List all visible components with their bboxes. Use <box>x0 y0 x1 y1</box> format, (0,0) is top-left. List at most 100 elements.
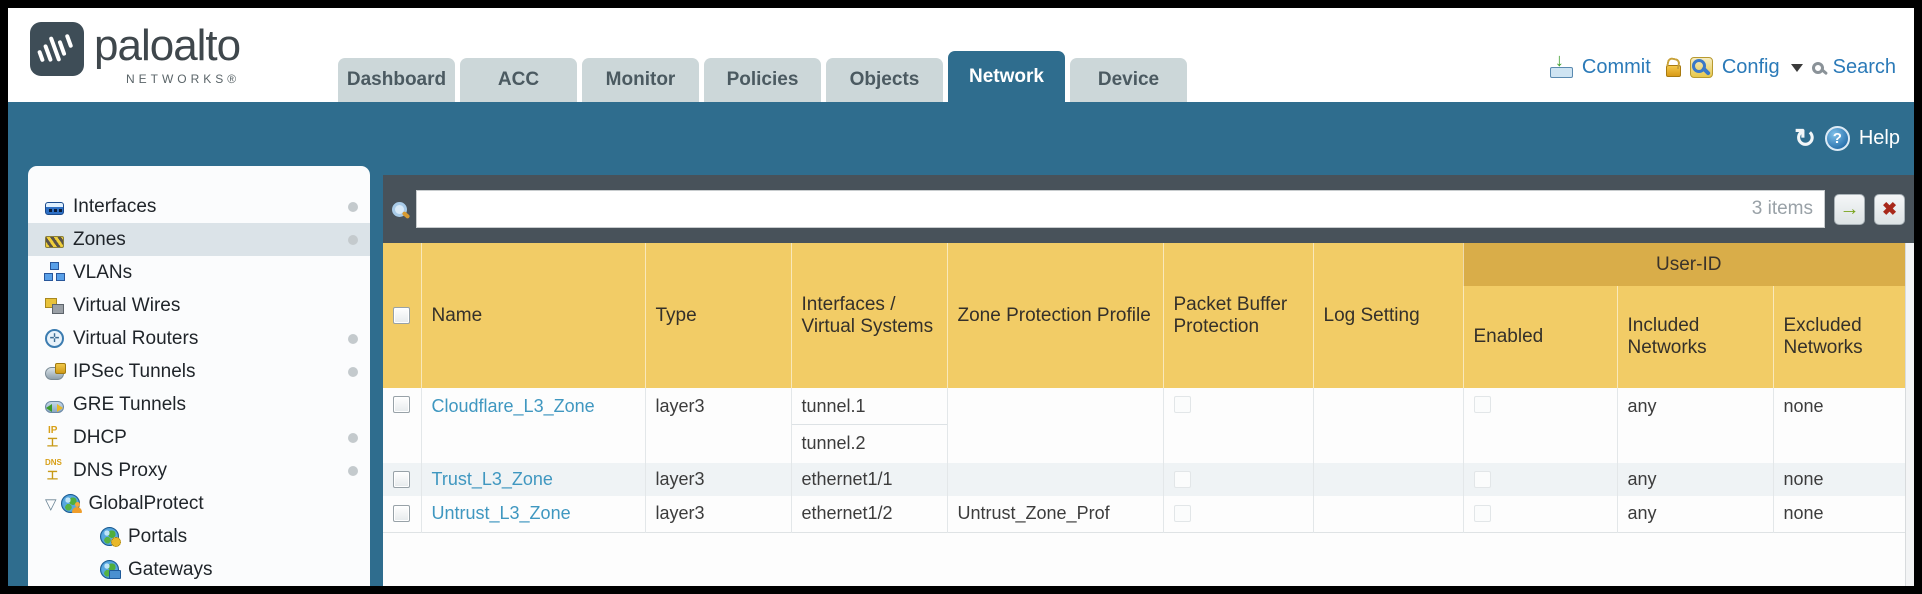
interface-item[interactable]: tunnel.2 <box>801 433 866 453</box>
status-dot <box>348 202 358 212</box>
zones-table: Name Type Interfaces / Virtual Systems Z… <box>383 243 1914 533</box>
sidebar-item-vlans[interactable]: VLANs <box>28 256 370 289</box>
excluded-networks: none <box>1783 503 1824 524</box>
status-dot <box>348 466 358 476</box>
vertical-scrollbar[interactable] <box>1905 243 1914 586</box>
row-checkbox[interactable] <box>393 396 411 413</box>
config-menu-button[interactable]: Config <box>1721 56 1780 78</box>
log-setting <box>1313 388 1464 463</box>
packet-buffer-checkbox[interactable] <box>1173 471 1191 488</box>
zone-interfaces[interactable]: ethernet1/2 <box>791 496 948 532</box>
dhcp-icon <box>45 425 64 450</box>
log-setting <box>1313 463 1464 496</box>
sidebar-item-virtual-routers[interactable]: Virtual Routers <box>28 322 370 355</box>
tab-device[interactable]: Device <box>1070 58 1187 102</box>
packet-buffer-protection-cell <box>1163 496 1314 532</box>
sidebar-item-dns-proxy[interactable]: DNS Proxy <box>28 454 370 487</box>
user-id-enabled-cell <box>1463 496 1618 532</box>
sidebar-item-portals[interactable]: Portals <box>28 520 370 553</box>
lock-icon[interactable] <box>1665 65 1681 77</box>
top-header-bar: paloalto NETWORKS® Dashboard ACC Monitor… <box>8 8 1914 102</box>
sidebar-item-dhcp[interactable]: DHCP <box>28 421 370 454</box>
caret-down-icon[interactable] <box>1790 63 1803 72</box>
zone-name-link[interactable]: Trust_L3_Zone <box>431 469 553 489</box>
sidebar-item-gateways[interactable]: Gateways <box>28 553 370 586</box>
table-row: Untrust_L3_Zone layer3 ethernet1/2 Untru… <box>383 496 1914 532</box>
table-row: Trust_L3_Zone layer3 ethernet1/1 any non… <box>383 463 1914 496</box>
excluded-networks: none <box>1783 469 1824 489</box>
virtual-wires-icon <box>45 296 64 315</box>
tab-dashboard[interactable]: Dashboard <box>338 58 455 102</box>
header-actions: Commit Config Search <box>1549 50 1896 79</box>
network-sidebar: Interfaces Zones VLANs Virtual Wires Vir… <box>28 166 370 586</box>
sidebar-item-globalprotect[interactable]: ▽ GlobalProtect <box>45 492 204 514</box>
main-nav-tabs: Dashboard ACC Monitor Policies Objects N… <box>338 51 1187 102</box>
help-link[interactable]: Help <box>1858 126 1900 149</box>
zone-protection-profile <box>947 388 1164 463</box>
config-icon <box>1689 57 1713 78</box>
zone-interfaces[interactable]: ethernet1/1 <box>791 463 948 496</box>
packet-buffer-checkbox[interactable] <box>1173 505 1191 523</box>
select-all-header <box>383 243 422 388</box>
search-button[interactable]: Search <box>1832 56 1896 78</box>
tab-acc[interactable]: ACC <box>460 58 577 102</box>
globalprotect-icon <box>60 494 82 513</box>
packet-buffer-checkbox[interactable] <box>1173 396 1191 413</box>
row-checkbox[interactable] <box>393 471 411 488</box>
tab-monitor[interactable]: Monitor <box>582 58 699 102</box>
refresh-icon[interactable]: ↻ <box>1794 123 1816 153</box>
col-header-type[interactable]: Type <box>645 243 792 388</box>
col-header-packet-buffer-protection[interactable]: Packet Buffer Protection <box>1163 243 1314 388</box>
user-id-enabled-checkbox[interactable] <box>1473 396 1491 413</box>
brand-subtitle: NETWORKS® <box>125 72 241 86</box>
sidebar-item-virtual-wires[interactable]: Virtual Wires <box>28 289 370 322</box>
zone-type: layer3 <box>645 496 792 532</box>
ipsec-tunnels-icon <box>45 363 66 380</box>
col-header-excluded-networks[interactable]: Excluded Networks <box>1773 286 1914 388</box>
status-dot <box>348 367 358 377</box>
zone-interfaces: tunnel.1 tunnel.2 <box>791 388 948 463</box>
row-checkbox[interactable] <box>393 505 411 523</box>
zone-name-link[interactable]: Cloudflare_L3_Zone <box>431 396 595 416</box>
table-row: Cloudflare_L3_Zone layer3 tunnel.1 tunne… <box>383 388 1914 463</box>
col-header-interfaces[interactable]: Interfaces / Virtual Systems <box>791 243 948 388</box>
zones-icon <box>45 235 64 248</box>
user-id-enabled-checkbox[interactable] <box>1473 505 1491 523</box>
tab-policies[interactable]: Policies <box>704 58 821 102</box>
col-header-name[interactable]: Name <box>421 243 646 388</box>
user-id-enabled-checkbox[interactable] <box>1473 471 1491 488</box>
zones-table-wrap: Name Type Interfaces / Virtual Systems Z… <box>383 243 1914 586</box>
commit-button[interactable]: Commit <box>1581 56 1651 78</box>
brand-name: paloalto <box>94 21 241 70</box>
panos-web-ui: paloalto NETWORKS® Dashboard ACC Monitor… <box>8 8 1914 586</box>
sidebar-item-gre-tunnels[interactable]: GRE Tunnels <box>28 388 370 421</box>
commit-icon <box>1549 50 1573 78</box>
select-all-checkbox[interactable] <box>393 307 411 324</box>
col-header-zone-protection-profile[interactable]: Zone Protection Profile <box>947 243 1164 388</box>
help-icon[interactable]: ? <box>1824 125 1850 151</box>
clear-filter-button[interactable]: ✖ <box>1874 193 1905 225</box>
tab-objects[interactable]: Objects <box>826 58 943 102</box>
col-header-included-networks[interactable]: Included Networks <box>1617 286 1774 388</box>
virtual-routers-icon <box>45 329 64 348</box>
packet-buffer-protection-cell <box>1163 388 1314 463</box>
zone-name-link[interactable]: Untrust_L3_Zone <box>431 503 571 524</box>
filter-input[interactable] <box>416 190 1825 228</box>
sidebar-item-zones[interactable]: Zones <box>28 223 370 256</box>
sidebar-item-ipsec-tunnels[interactable]: IPSec Tunnels <box>28 355 370 388</box>
group-header-user-id: User-ID <box>1463 243 1914 286</box>
portals-icon <box>100 527 121 547</box>
paloalto-logo-icon <box>30 22 84 76</box>
log-setting <box>1313 496 1464 532</box>
tab-network[interactable]: Network <box>948 51 1065 102</box>
interface-item[interactable]: tunnel.1 <box>791 388 947 425</box>
collapse-triangle-icon[interactable]: ▽ <box>45 495 57 513</box>
col-header-log-setting[interactable]: Log Setting <box>1313 243 1464 388</box>
paloalto-logo: paloalto NETWORKS® <box>30 21 241 86</box>
col-header-enabled[interactable]: Enabled <box>1463 286 1618 388</box>
apply-filter-button[interactable]: → <box>1834 193 1865 225</box>
filter-bar: 3 items → ✖ <box>383 175 1914 243</box>
sidebar-item-interfaces[interactable]: Interfaces <box>28 190 370 223</box>
included-networks: any <box>1617 388 1774 463</box>
search-icon <box>1811 61 1824 74</box>
